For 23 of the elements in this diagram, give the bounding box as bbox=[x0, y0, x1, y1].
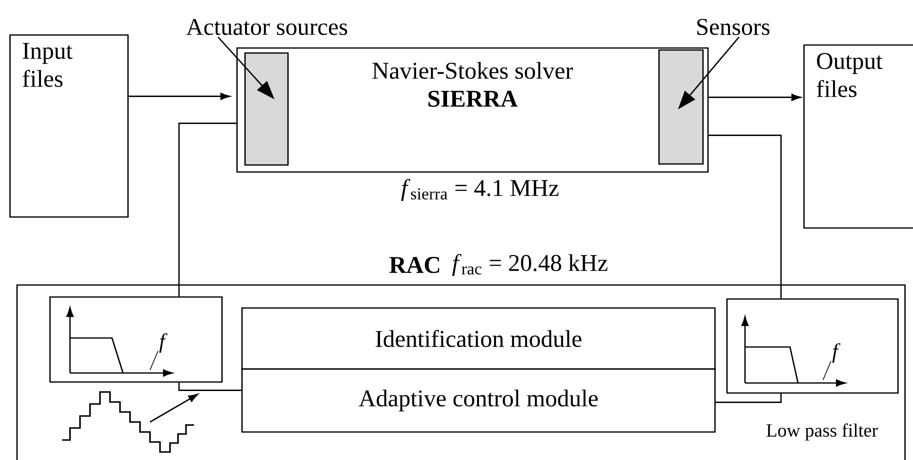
file-box: Output files bbox=[803, 44, 913, 229]
module-box: Adaptive control module bbox=[241, 368, 716, 433]
callout-text: Actuator sources bbox=[186, 18, 348, 36]
connector-line bbox=[716, 394, 782, 403]
module-box: Identification module bbox=[241, 307, 716, 370]
axis-label: f bbox=[159, 333, 168, 353]
heading-text: RAC bbox=[389, 256, 440, 274]
staircase-signal-drawing bbox=[62, 391, 194, 453]
axis-label: f bbox=[832, 343, 840, 363]
actuator-block bbox=[244, 52, 289, 166]
solver-box: Navier-Stokes solver SIERRA bbox=[236, 47, 709, 173]
frequency-label: f$_{sierra}$ = 4.1 MHz bbox=[401, 179, 558, 201]
arrow bbox=[150, 394, 198, 423]
arrow bbox=[708, 94, 801, 101]
connector-line bbox=[708, 134, 782, 298]
sensor-block bbox=[658, 49, 704, 165]
arrow bbox=[128, 92, 230, 100]
connector-line bbox=[178, 382, 242, 391]
file-box: Input files bbox=[9, 34, 129, 218]
caption-text: Low pass filter bbox=[766, 423, 878, 441]
callout-text: Sensors bbox=[697, 18, 770, 36]
connector-line bbox=[178, 122, 236, 296]
heading-text: f$_{rac}$ = 20.48 kHz bbox=[452, 254, 608, 276]
